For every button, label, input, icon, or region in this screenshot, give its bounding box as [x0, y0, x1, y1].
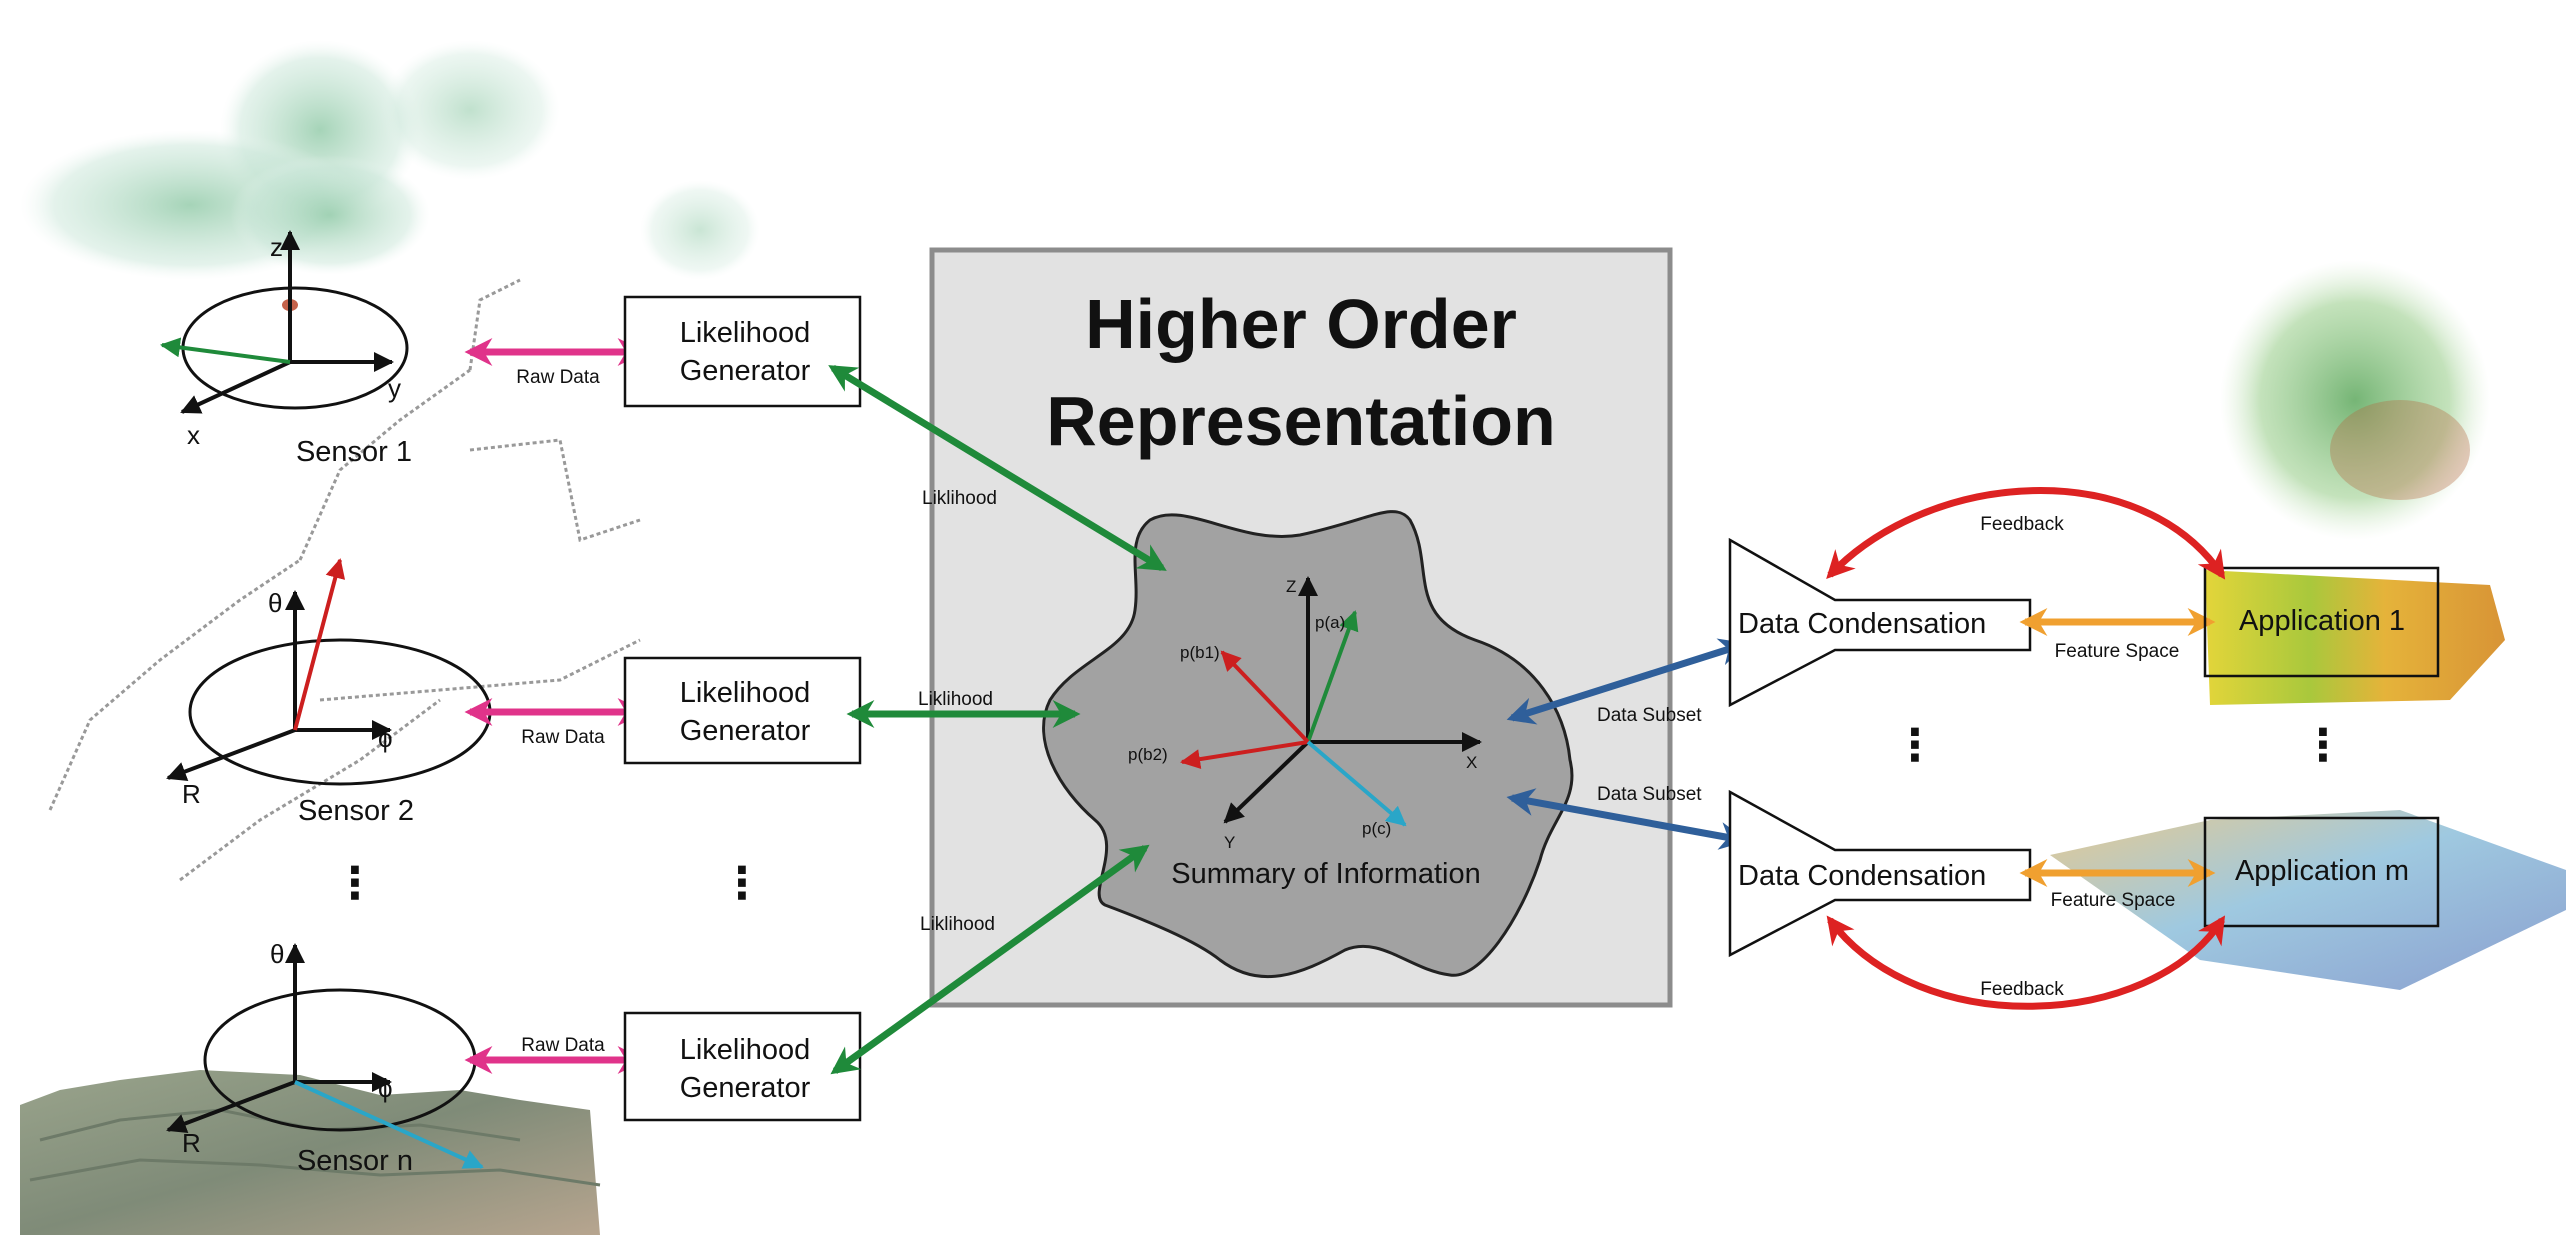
axis-label-x: X: [1466, 753, 1477, 772]
application-m-label: Application m: [2235, 855, 2409, 887]
sensor-n-axis-phi: ϕ: [378, 1073, 393, 1103]
sensor-n-label: Sensor n: [297, 1145, 413, 1177]
likelihood-generator-1-line2: Generator: [680, 355, 811, 387]
feature-space-label-2: Feature Space: [2051, 890, 2176, 911]
feature-space-label-1: Feature Space: [2055, 641, 2180, 662]
raw-data-label-n: Raw Data: [521, 1035, 605, 1056]
sensor-n: [166, 943, 484, 1169]
likelihood-label-2: Liklihood: [918, 689, 993, 710]
likelihood-generator-n-line1: Likelihood: [680, 1034, 811, 1066]
sensor-n-axis-theta: θ: [270, 939, 284, 969]
likelihood-generator-1-line1: Likelihood: [680, 317, 811, 349]
sensor-2-axis-theta: θ: [268, 588, 282, 618]
feedback-arrow-2: [1826, 915, 2226, 1010]
feedback-label-2: Feedback: [1980, 979, 2064, 1000]
panel-title-line-1: Higher Order: [1085, 285, 1517, 363]
likelihood-generator-n-line2: Generator: [680, 1072, 811, 1104]
axis-label-y: Y: [1224, 833, 1235, 852]
summary-label: Summary of Information: [1171, 858, 1480, 890]
sensor-n-axis-r: R: [182, 1128, 201, 1158]
sensor-1-axis-x: x: [187, 420, 200, 450]
panel-title-line-2: Representation: [1046, 382, 1556, 460]
sensor-1-point-cloud: [20, 40, 760, 311]
application-ellipsis: ⋮: [2301, 721, 2345, 770]
likelihood-generator-2: Likelihood Generator: [623, 656, 862, 765]
sensor-1: [160, 230, 409, 414]
generator-ellipsis: ⋮: [720, 859, 764, 908]
likelihood-label-1: Liklihood: [922, 488, 997, 509]
likelihood-arrow-n: [830, 844, 1150, 1075]
sensor-1-axis-z: z: [270, 232, 283, 262]
feedback-arrow-1: [1826, 487, 2226, 580]
likelihood-arrow-1: [828, 365, 1167, 571]
data-condensation-1-label: Data Condensation: [1738, 608, 1986, 640]
data-subset-arrow-2: [1506, 788, 1748, 850]
sensor-2-axis-phi: ϕ: [378, 723, 393, 753]
feedback-label-1: Feedback: [1980, 514, 2064, 535]
raw-data-label-1: Raw Data: [516, 367, 600, 388]
data-condensation-2: Data Condensation: [1728, 789, 2032, 958]
application-1-image: [2205, 260, 2505, 705]
data-subset-label-2: Data Subset: [1597, 784, 1702, 805]
application-m: Application m: [2203, 816, 2440, 928]
data-condensation-2-label: Data Condensation: [1738, 860, 1986, 892]
axis-label-z: Z: [1286, 577, 1296, 596]
data-subset-arrow-1: [1506, 638, 1748, 725]
likelihood-generator-1: Likelihood Generator: [623, 295, 862, 408]
sensor-1-label: Sensor 1: [296, 436, 412, 468]
prob-label-b2: p(b2): [1128, 745, 1168, 764]
application-1-label: Application 1: [2239, 605, 2405, 637]
condensation-ellipsis: ⋮: [1893, 721, 1937, 770]
data-subset-label-1: Data Subset: [1597, 705, 1702, 726]
data-condensation-1: Data Condensation: [1728, 537, 2032, 708]
raw-data-label-2: Raw Data: [521, 727, 605, 748]
sensor-2: [166, 558, 492, 786]
prob-label-c: p(c): [1362, 819, 1391, 838]
likelihood-generator-2-line2: Generator: [680, 715, 811, 747]
sensor-1-axis-y: y: [388, 373, 401, 403]
sensor-2-label: Sensor 2: [298, 795, 414, 827]
representation-axes: [1180, 576, 1482, 827]
likelihood-generator-n: Likelihood Generator: [623, 1011, 862, 1122]
prob-label-b1: p(b1): [1180, 643, 1220, 662]
application-1: Application 1: [2203, 566, 2440, 678]
likelihood-label-n: Liklihood: [920, 914, 995, 935]
sensor-ellipsis: ⋮: [333, 859, 377, 908]
prob-label-a: p(a): [1315, 613, 1345, 632]
likelihood-generator-2-line1: Likelihood: [680, 677, 811, 709]
sensor-2-axis-r: R: [182, 779, 201, 809]
